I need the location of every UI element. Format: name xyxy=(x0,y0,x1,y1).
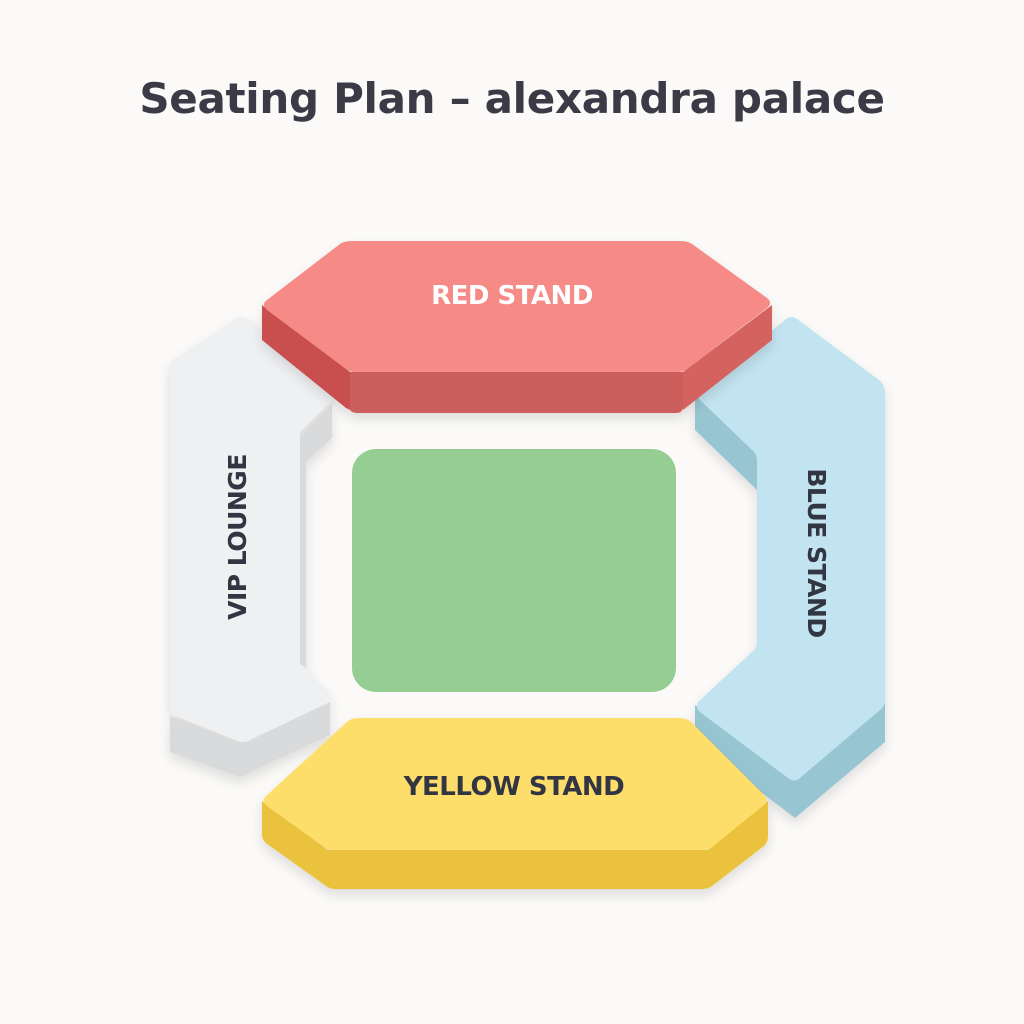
pitch-surface xyxy=(352,449,676,692)
section-red-stand[interactable]: RED STAND xyxy=(262,241,772,413)
section-vip-lounge[interactable]: VIP LOUNGE xyxy=(170,316,333,777)
page-title: Seating Plan – alexandra palace xyxy=(139,74,885,123)
blue-stand-side-bottom xyxy=(695,703,885,818)
red-stand-side-right xyxy=(683,305,772,410)
section-yellow-stand[interactable]: YELLOW STAND xyxy=(262,718,768,889)
vip-lounge-side-inner xyxy=(300,404,332,668)
yellow-stand-top xyxy=(263,718,767,850)
pitch[interactable] xyxy=(352,449,676,692)
red-stand-top xyxy=(264,241,770,372)
blue-stand-side xyxy=(695,392,757,490)
yellow-stand-side xyxy=(262,801,768,889)
red-stand-label: RED STAND xyxy=(431,281,593,311)
blue-stand-top xyxy=(696,317,885,781)
red-stand-side-left xyxy=(262,305,350,410)
yellow-stand-label: YELLOW STAND xyxy=(403,772,625,802)
red-stand-side-front xyxy=(350,372,683,413)
vip-lounge-top xyxy=(170,316,333,742)
vip-lounge-label: VIP LOUNGE xyxy=(223,454,252,620)
blue-stand-label: BLUE STAND xyxy=(802,468,831,637)
section-blue-stand[interactable]: BLUE STAND xyxy=(695,317,885,818)
